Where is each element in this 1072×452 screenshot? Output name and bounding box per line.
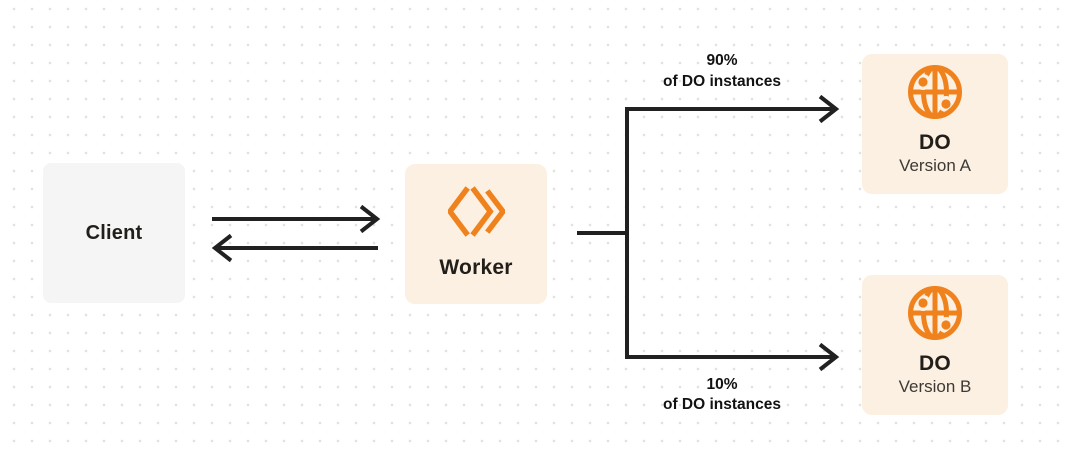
globe-icon (908, 65, 962, 119)
arrowhead-bottom-branch-icon (818, 342, 840, 372)
bottom-branch-percent: 10% (706, 376, 738, 393)
bottom-branch-label: 10% of DO instances (632, 375, 812, 415)
do-b-subtitle: Version B (898, 377, 972, 396)
arrowhead-right-icon (359, 204, 381, 234)
do-a-title: DO (919, 131, 951, 154)
do-version-a-node: DO Version A (862, 54, 1008, 194)
branch-trunk (625, 107, 833, 359)
worker-label: Worker (439, 256, 513, 279)
do-b-title: DO (919, 352, 951, 375)
workers-logo-icon (447, 186, 505, 237)
arrowhead-top-branch-icon (818, 94, 840, 124)
worker-node: Worker (405, 164, 547, 304)
top-branch-caption: of DO instances (663, 73, 781, 90)
globe-icon (908, 286, 962, 340)
worker-branch-split (577, 94, 840, 372)
top-branch-percent: 90% (706, 52, 738, 69)
do-version-b-node: DO Version B (862, 275, 1008, 415)
bottom-branch-caption: of DO instances (663, 396, 781, 413)
do-a-subtitle: Version A (899, 156, 971, 175)
arrow-client-to-worker (212, 204, 381, 234)
arrow-worker-to-client (211, 233, 378, 263)
top-branch-label: 90% of DO instances (632, 50, 812, 92)
client-node: Client (43, 163, 185, 303)
arrowhead-left-icon (211, 233, 233, 263)
client-label: Client (85, 221, 143, 244)
